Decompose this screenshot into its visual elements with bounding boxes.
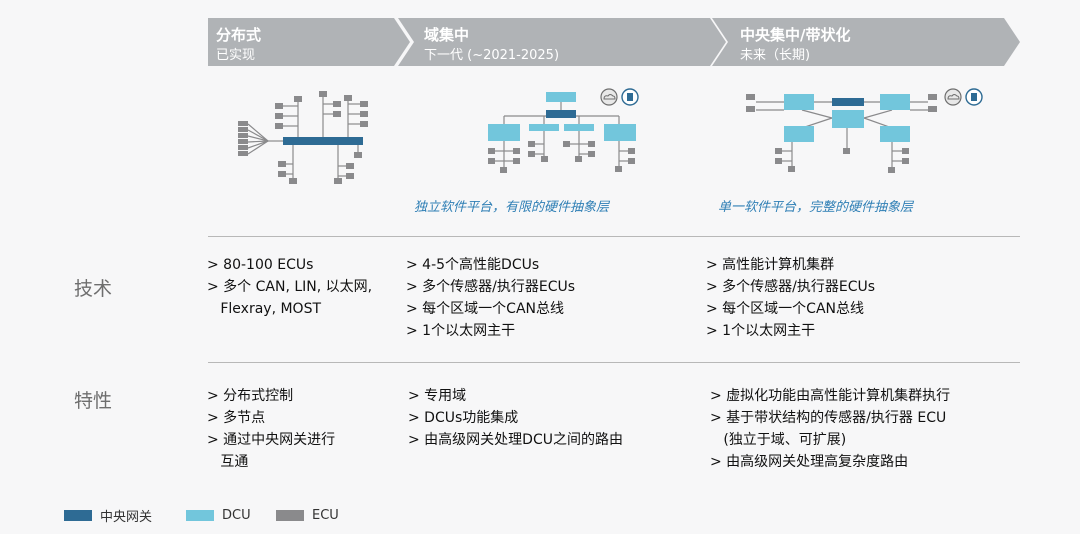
divider	[208, 362, 1020, 363]
list-item: 互通	[207, 454, 249, 470]
header-title: 域集中	[424, 26, 470, 44]
dcu-box	[832, 110, 864, 128]
list-item: Flexray, MOST	[207, 301, 322, 317]
header-subtitle: 已实现	[216, 48, 256, 63]
header-arrow-shape	[398, 18, 726, 66]
list-item: > 1个以太网主干	[706, 323, 816, 339]
row-label-features: 特性	[74, 390, 113, 412]
caption-central: 单一软件平台，完整的硬件抽象层	[718, 200, 914, 215]
header-distributed: 分布式 已实现	[208, 18, 410, 66]
header-subtitle: 下一代 (~2021-2025)	[424, 48, 560, 63]
list-item: > DCUs功能集成	[408, 410, 519, 426]
header-title: 中央集中/带状化	[740, 26, 851, 44]
feature-list-central: > 虚拟化功能由高性能计算机集群执行 > 基于带状结构的传感器/执行器 ECU …	[710, 385, 950, 473]
legend-swatch	[186, 509, 214, 521]
dcu-box	[529, 124, 559, 131]
list-item: (独立于域、可扩展)	[710, 432, 847, 448]
diagram-distributed	[238, 91, 368, 184]
header-subtitle: 未来（长期)	[740, 48, 811, 63]
list-item: > 通过中央网关进行	[207, 432, 336, 448]
list-item: > 每个区域一个CAN总线	[706, 301, 865, 317]
list-item: > 专用域	[408, 388, 467, 404]
chip-icon	[621, 88, 639, 106]
list-item: > 高性能计算机集群	[706, 257, 835, 273]
legend-swatch	[276, 509, 304, 521]
header-arrow-shape	[712, 18, 1020, 66]
list-item: > 虚拟化功能由高性能计算机集群执行	[710, 388, 951, 404]
dcu-box	[564, 124, 594, 131]
dcu-box	[784, 126, 814, 142]
list-item: > 80-100 ECUs	[207, 257, 314, 273]
cloud-icon	[944, 88, 962, 106]
divider	[208, 236, 1020, 237]
diagram-central-zonal	[746, 94, 937, 173]
chip-icon	[965, 88, 983, 106]
list-item: > 多个传感器/执行器ECUs	[406, 279, 576, 295]
dcu-box	[880, 94, 910, 110]
central-gateway-bar	[832, 98, 864, 106]
central-gateway-bar	[283, 137, 363, 145]
legend-label: 中央网关	[100, 509, 153, 525]
list-item: > 4-5个高性能DCUs	[406, 257, 540, 273]
legend-central-gateway: 中央网关	[64, 506, 153, 525]
list-item: > 多个 CAN, LIN, 以太网,	[207, 279, 373, 295]
list-item: > 1个以太网主干	[406, 323, 516, 339]
list-item: > 多节点	[207, 410, 266, 426]
tech-list-central: > 高性能计算机集群 > 多个传感器/执行器ECUs > 每个区域一个CAN总线…	[706, 254, 875, 342]
dcu-box	[604, 124, 636, 141]
list-item: > 多个传感器/执行器ECUs	[706, 279, 876, 295]
header-central-zonal: 中央集中/带状化 未来（长期)	[712, 18, 1020, 66]
central-gateway-bar	[546, 110, 576, 118]
header-domain-centralized: 域集中 下一代 (~2021-2025)	[398, 18, 726, 66]
caption-domain: 独立软件平台，有限的硬件抽象层	[414, 200, 610, 215]
diagram-domain-centralized	[488, 92, 636, 173]
list-item: > 由高级网关处理DCU之间的路由	[408, 432, 623, 448]
list-item: > 分布式控制	[207, 388, 294, 404]
dcu-box	[880, 126, 910, 142]
list-item: > 每个区域一个CAN总线	[406, 301, 565, 317]
feature-list-domain: > 专用域 > DCUs功能集成 > 由高级网关处理DCU之间的路由	[408, 385, 623, 451]
feature-list-distributed: > 分布式控制 > 多节点 > 通过中央网关进行 互通	[207, 385, 335, 473]
tech-list-distributed: > 80-100 ECUs > 多个 CAN, LIN, 以太网, Flexra…	[207, 254, 372, 320]
legend-swatch	[64, 509, 92, 521]
list-item: > 基于带状结构的传感器/执行器 ECU	[710, 410, 947, 426]
list-item: > 由高级网关处理高复杂度路由	[710, 454, 909, 470]
legend-label: DCU	[222, 507, 251, 523]
header-title: 分布式	[216, 26, 262, 44]
legend-dcu: DCU	[186, 506, 251, 524]
dcu-box	[488, 124, 520, 141]
header-arrow-shape	[208, 18, 410, 66]
legend-ecu: ECU	[276, 506, 339, 524]
dcu-box	[784, 94, 814, 110]
tech-list-domain: > 4-5个高性能DCUs > 多个传感器/执行器ECUs > 每个区域一个CA…	[406, 254, 575, 342]
cloud-icon	[600, 88, 618, 106]
dcu-box	[546, 92, 576, 102]
legend-label: ECU	[312, 507, 339, 523]
row-label-technology: 技术	[74, 278, 113, 300]
